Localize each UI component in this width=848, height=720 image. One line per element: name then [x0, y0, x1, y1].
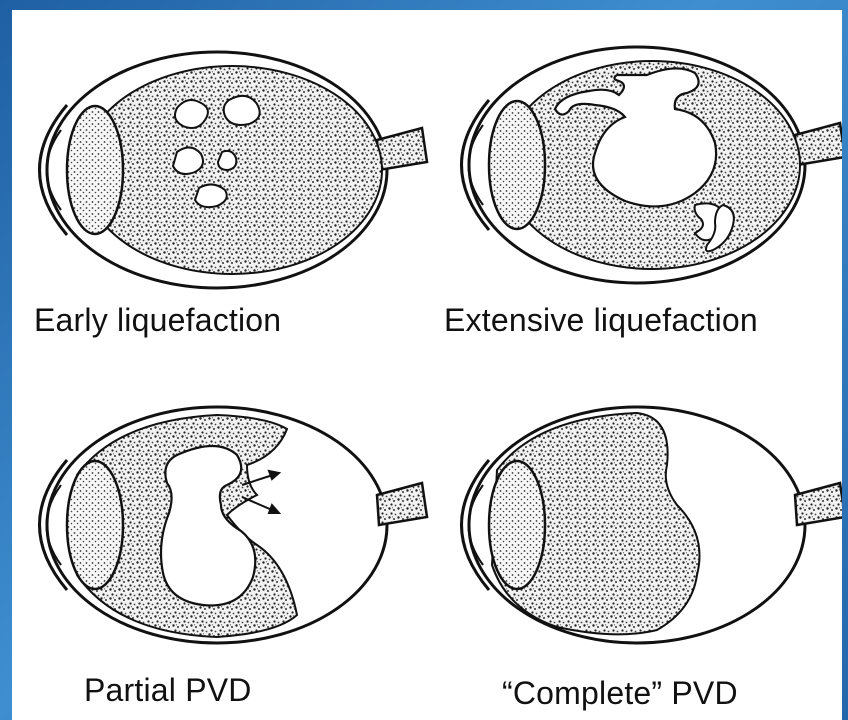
vitreous-gel: [82, 66, 382, 274]
optic-nerve: [377, 483, 427, 525]
caption-extensive-liquefaction: Extensive liquefaction: [444, 302, 758, 339]
eye-complete-pvd: [462, 407, 843, 643]
lens: [67, 106, 123, 234]
caption-partial-pvd: Partial PVD: [84, 672, 252, 709]
lens: [489, 461, 545, 589]
lens: [489, 101, 545, 229]
caption-early-liquefaction: Early liquefaction: [34, 302, 281, 339]
eye-diagrams-svg: [12, 10, 842, 720]
eye-diagram-figure: Early liquefaction Extensive liquefactio…: [12, 10, 842, 720]
eye-partial-pvd: [40, 407, 428, 643]
caption-complete-pvd: “Complete” PVD: [502, 675, 738, 712]
optic-nerve: [377, 128, 427, 170]
lens: [67, 461, 123, 589]
eye-early-liquefaction: [40, 52, 428, 288]
optic-nerve: [795, 123, 842, 165]
optic-nerve: [795, 483, 842, 525]
eye-extensive-liquefaction: [462, 47, 843, 283]
